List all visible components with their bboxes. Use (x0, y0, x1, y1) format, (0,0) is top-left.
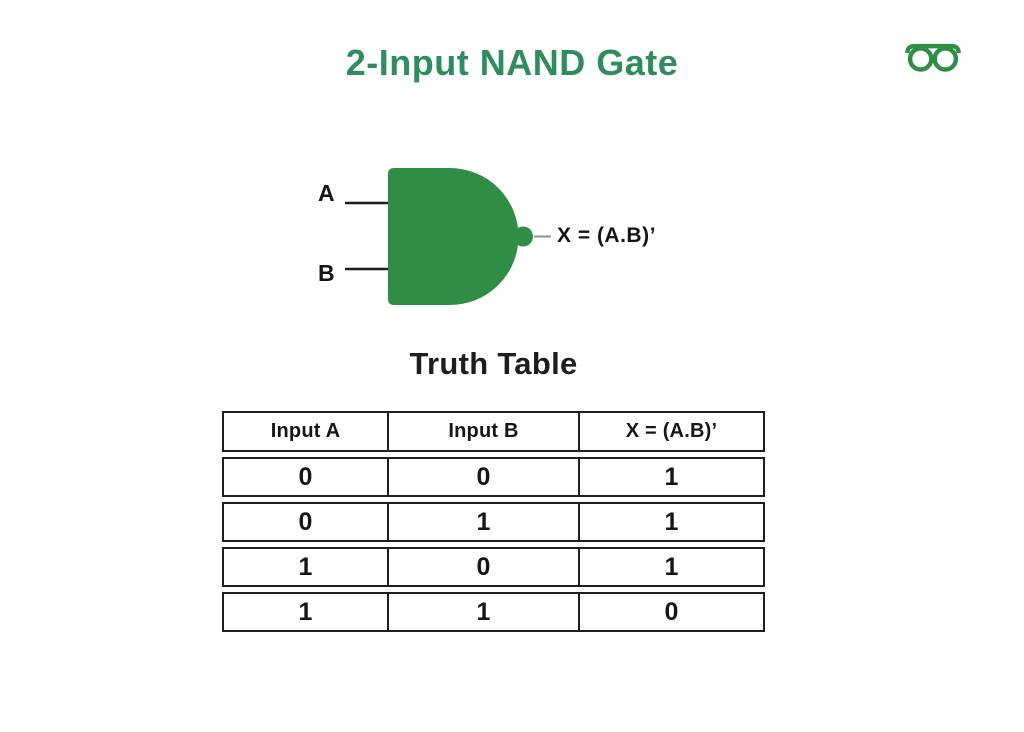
truth-table-heading: Truth Table (409, 346, 578, 381)
truth-table: Input A Input B X = (A.B)’ 0 0 1 0 1 1 1… (222, 411, 765, 632)
output-label: X = (A.B)’ (557, 224, 656, 247)
cell-x: 0 (664, 597, 679, 626)
cell-b: 0 (389, 459, 580, 495)
cell-x: 1 (664, 552, 679, 581)
input-b-label: B (318, 260, 335, 286)
cell-a: 1 (224, 594, 389, 630)
column-header-input-b: Input B (389, 413, 580, 450)
cell-x: 1 (664, 507, 679, 536)
table-row: 1 1 0 (222, 592, 765, 632)
table-row: 1 0 1 (222, 547, 765, 587)
cell-a: 1 (224, 549, 389, 585)
cell-b: 1 (389, 504, 580, 540)
truth-table-header-row: Input A Input B X = (A.B)’ (222, 411, 765, 452)
input-a-label: A (318, 180, 335, 206)
cell-b: 1 (389, 594, 580, 630)
cell-x: 1 (664, 462, 679, 491)
page-title: 2-Input NAND Gate (345, 42, 679, 83)
cell-a: 0 (224, 459, 389, 495)
geeksforgeeks-logo-icon (905, 43, 961, 72)
cell-a: 0 (224, 504, 389, 540)
inverter-bubble (513, 226, 533, 247)
column-header-input-a: Input A (224, 413, 389, 450)
cell-b: 0 (389, 549, 580, 585)
column-header-output: X = (A.B)’ (625, 420, 718, 442)
table-row: 0 1 1 (222, 502, 765, 542)
table-row: 0 0 1 (222, 457, 765, 497)
nand-gate-body (388, 168, 519, 305)
